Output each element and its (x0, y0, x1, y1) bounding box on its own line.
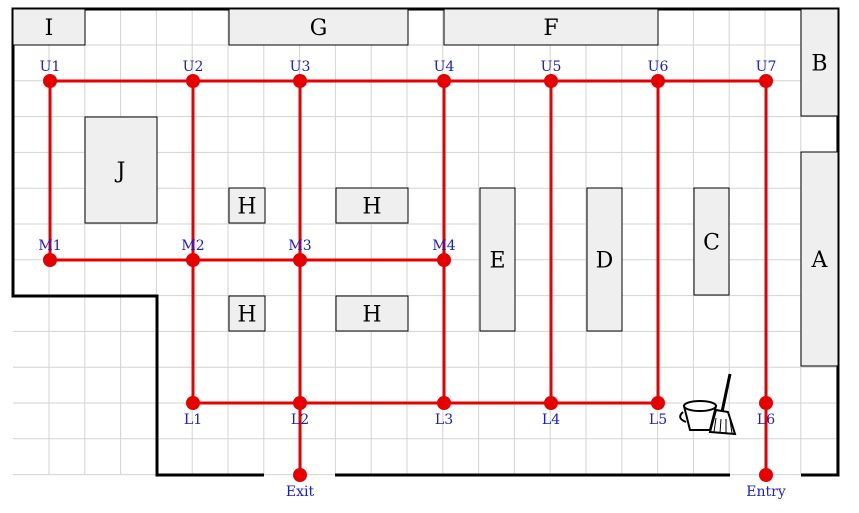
node-l4 (544, 396, 558, 410)
shelf-e: E (479, 187, 516, 332)
shelf-h3: H (228, 295, 266, 332)
shelf-a: A (800, 151, 839, 367)
node-label-l6: L6 (757, 412, 775, 428)
shelf-label: E (489, 249, 505, 274)
node-label-l1: L1 (184, 412, 202, 428)
node-l6 (759, 396, 773, 410)
node-m3 (293, 253, 307, 267)
node-label-entry: Entry (746, 484, 786, 500)
node-label-m2: M2 (181, 238, 204, 254)
shelf-label: A (811, 248, 829, 273)
node-label-u3: U3 (290, 59, 311, 75)
shelf-f: F (443, 8, 659, 46)
node-u2 (186, 74, 200, 88)
node-m2 (186, 253, 200, 267)
node-label-m1: M1 (38, 238, 61, 254)
shelf-d: D (586, 187, 623, 332)
node-label-m3: M3 (288, 238, 311, 254)
shelf-i: I (12, 8, 86, 46)
node-label-u4: U4 (434, 59, 455, 75)
shelf-label: J (115, 159, 126, 184)
shelf-label: H (237, 195, 256, 220)
node-label-u1: U1 (40, 59, 61, 75)
node-u4 (437, 74, 451, 88)
node-label-l3: L3 (435, 412, 453, 428)
node-l5 (651, 396, 665, 410)
shelf-h4: H (335, 295, 409, 332)
shelf-h1: H (228, 187, 266, 224)
bucket-broom-icon (679, 373, 737, 436)
node-entry (759, 468, 773, 482)
shelf-label: I (45, 16, 54, 41)
shelf-label: H (362, 195, 381, 220)
node-label-exit: Exit (286, 484, 315, 500)
node-m4 (437, 253, 451, 267)
route-edges (48, 79, 768, 477)
node-l1 (186, 396, 200, 410)
node-l2 (293, 396, 307, 410)
shelf-label: B (811, 52, 827, 77)
shelf-label: F (543, 16, 558, 41)
node-label-m4: M4 (432, 238, 455, 254)
node-label-u5: U5 (541, 59, 562, 75)
shelf-j: J (84, 116, 158, 224)
node-label-u2: U2 (183, 59, 204, 75)
node-u3 (293, 74, 307, 88)
shelf-label: D (596, 249, 614, 274)
shelf-h2: H (335, 187, 409, 224)
shelf-label: G (310, 16, 328, 41)
wall-outline-left (11, 7, 801, 477)
node-u1 (43, 74, 57, 88)
shelves: I G F B J H H H H E D C A (12, 8, 839, 367)
node-l3 (437, 396, 451, 410)
shelf-label: H (237, 303, 256, 328)
shelf-g: G (228, 8, 409, 46)
node-label-u7: U7 (756, 59, 777, 75)
node-u6 (651, 74, 665, 88)
shelf-b: B (800, 8, 839, 117)
node-u7 (759, 74, 773, 88)
node-label-l5: L5 (649, 412, 667, 428)
shelf-c: C (693, 187, 730, 296)
node-label-u6: U6 (648, 59, 669, 75)
shelf-label: H (362, 303, 381, 328)
node-label-l4: L4 (542, 412, 560, 428)
route-nodes (43, 74, 773, 482)
node-exit (293, 468, 307, 482)
node-u5 (544, 74, 558, 88)
shelf-label: C (703, 231, 720, 256)
node-label-l2: L2 (291, 412, 309, 428)
node-m1 (43, 253, 57, 267)
